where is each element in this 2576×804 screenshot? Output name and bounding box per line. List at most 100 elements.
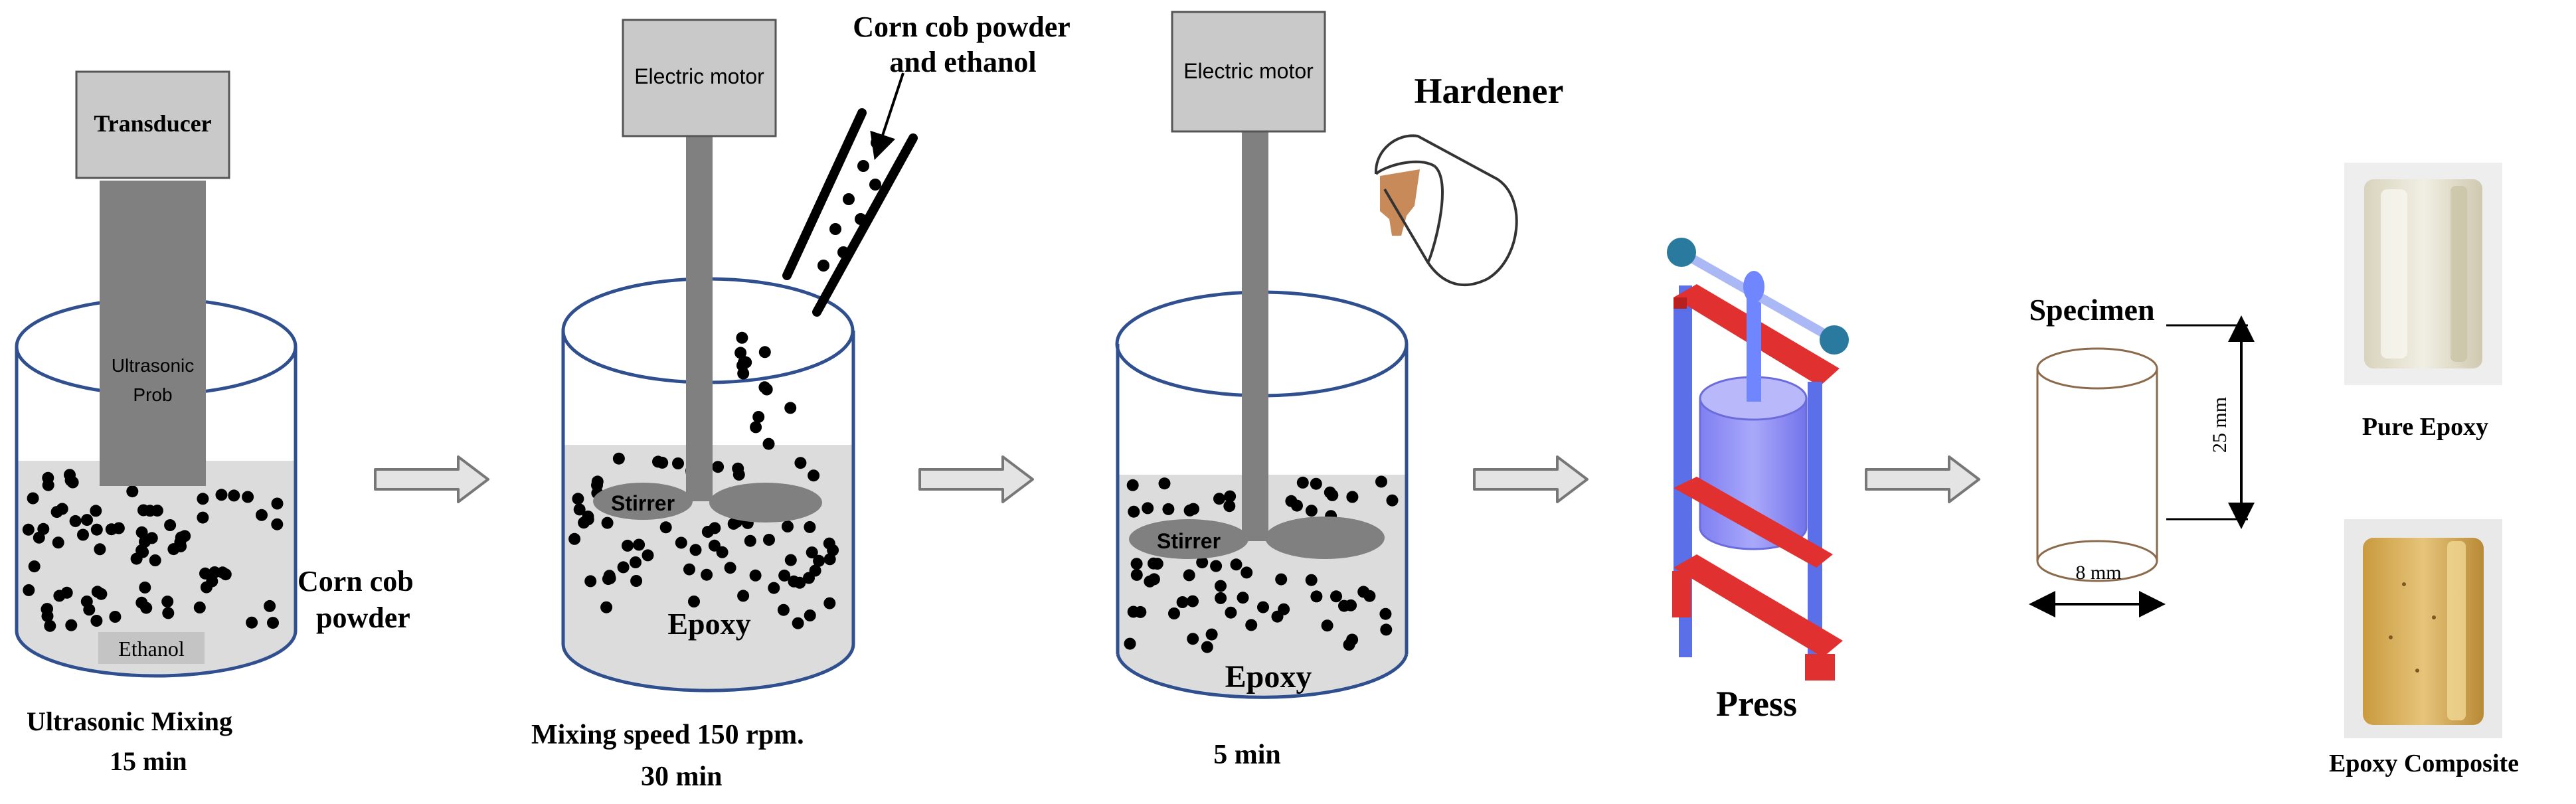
pure-epoxy-label: Pure Epoxy [2362, 413, 2488, 441]
press-column-front-right [1808, 382, 1822, 667]
particle [256, 509, 268, 521]
particle [28, 560, 41, 573]
particle [1271, 610, 1284, 623]
particle [199, 567, 211, 580]
particle [630, 575, 643, 587]
corn-cob-particles-1 [22, 469, 284, 632]
particle [573, 503, 586, 516]
particle [1326, 489, 1339, 501]
particle [1187, 595, 1199, 607]
particle [1168, 607, 1180, 619]
particle [1210, 560, 1223, 572]
particle [823, 537, 835, 550]
particle [1130, 558, 1143, 570]
stirrer-shaft-3 [1242, 129, 1268, 541]
particle [162, 607, 175, 619]
particle [630, 556, 642, 568]
epoxy-composite-photo [2344, 519, 2502, 738]
particle [708, 539, 721, 552]
particle [42, 479, 54, 491]
particle [242, 491, 254, 503]
particle [267, 617, 279, 629]
particle [813, 554, 825, 567]
particle [784, 554, 797, 566]
press-screw [1747, 282, 1761, 402]
particle [1330, 590, 1342, 603]
particle [271, 497, 284, 510]
pure-epoxy-photo [2344, 163, 2502, 385]
particle [1215, 580, 1227, 592]
particle [53, 590, 66, 602]
particle [768, 582, 780, 594]
hardener-cup [1374, 134, 1518, 286]
particle [215, 489, 228, 501]
particle [683, 563, 695, 576]
particle [749, 569, 762, 582]
feed-label-line2: and ethanol [889, 46, 1036, 78]
particle [1130, 568, 1143, 581]
particle [675, 536, 687, 549]
particle [659, 521, 672, 534]
feed-tube [782, 108, 918, 317]
particle [1375, 475, 1387, 488]
particle [744, 534, 756, 547]
particle [143, 505, 156, 517]
flow-arrow-4 [1865, 455, 1980, 503]
particle [612, 452, 625, 465]
particle [736, 331, 748, 344]
particle [22, 523, 35, 536]
particle [1205, 628, 1218, 641]
particle [264, 600, 276, 612]
particle [37, 523, 50, 535]
press-label: Press [1716, 684, 1797, 724]
specimen-cylinder [2036, 347, 2158, 582]
particle [77, 528, 89, 541]
step-samples: Pure Epoxy Epoxy Composite [2329, 163, 2519, 777]
ethanol-label: Ethanol [118, 637, 185, 661]
particle [1321, 619, 1333, 632]
particle [1346, 491, 1359, 503]
press-base-foot-left [1672, 571, 1691, 617]
particle [1237, 592, 1249, 604]
particle [1223, 500, 1236, 513]
particle [139, 581, 151, 594]
particle [1158, 477, 1171, 490]
particle [784, 402, 797, 414]
particle [90, 523, 103, 536]
particle [591, 475, 604, 488]
particle [633, 538, 645, 551]
particle [1296, 476, 1309, 489]
step-adding-hardener: Stirrer Electric motor Hardener Epoxy 5 … [1115, 11, 1564, 770]
step3-caption: 5 min [1213, 740, 1281, 770]
particle [41, 603, 53, 615]
particle [91, 586, 104, 598]
particle [1305, 574, 1318, 586]
particle [1241, 566, 1253, 579]
particle [1310, 590, 1323, 603]
particle [1187, 633, 1199, 645]
stirrer-blade-left-2 [593, 483, 693, 520]
particle [161, 596, 174, 608]
particle [792, 617, 804, 629]
particle [94, 543, 106, 556]
particle [1148, 557, 1159, 570]
particle [56, 503, 68, 515]
particle [1245, 619, 1258, 631]
particle [794, 576, 806, 589]
particle [758, 346, 771, 359]
particle [794, 457, 807, 469]
hardener-label: Hardener [1415, 71, 1564, 111]
particle [688, 596, 700, 607]
press-base-foot-right [1805, 654, 1835, 681]
particle [734, 347, 747, 359]
particle [622, 539, 634, 552]
step1-caption-line1: Ultrasonic Mixing [27, 706, 232, 736]
press-knob-left [1667, 238, 1696, 267]
particle [804, 609, 816, 621]
stirrer-blade-right-3 [1265, 517, 1385, 559]
particle [64, 469, 76, 481]
press-screw-cap [1743, 271, 1764, 303]
ultrasonic-probe [100, 181, 206, 486]
probe-label-line1: Ultrasonic [112, 355, 194, 376]
particle [737, 367, 750, 380]
